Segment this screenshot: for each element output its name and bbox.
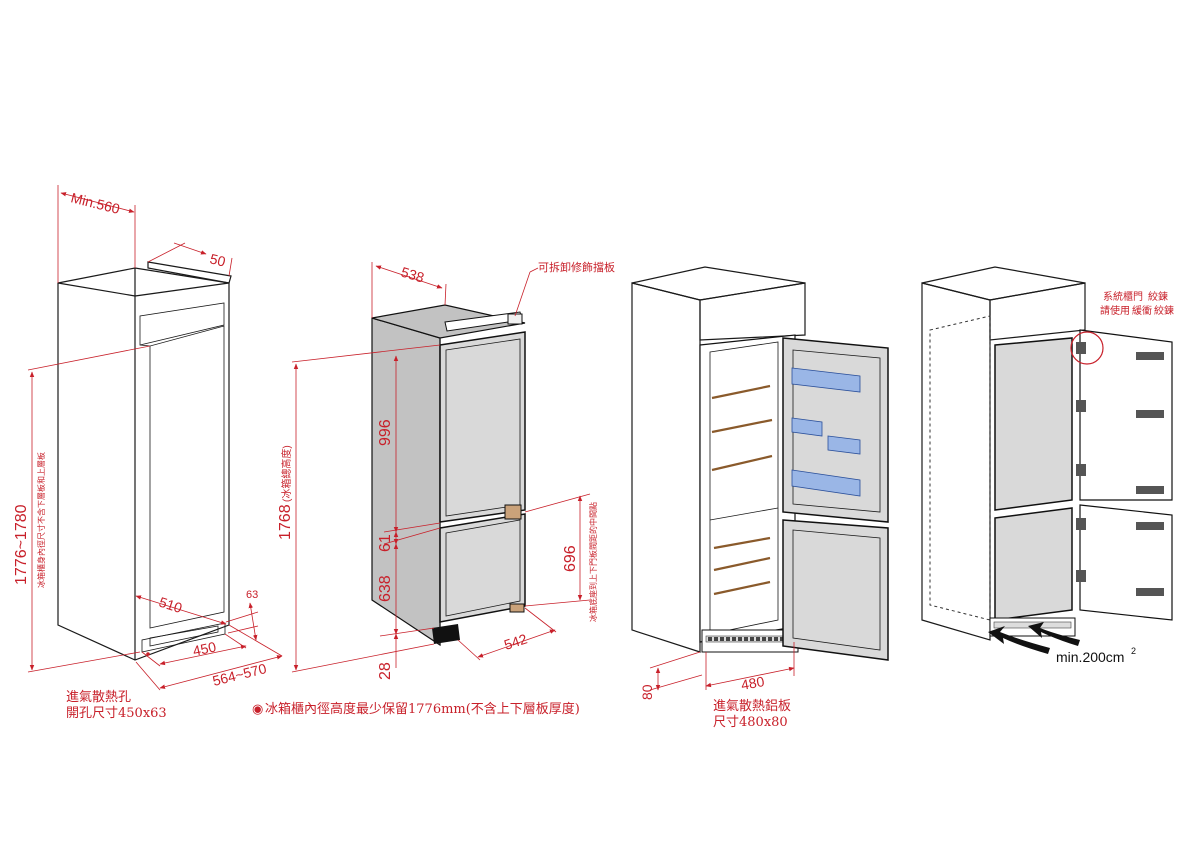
vent-slot (708, 637, 712, 641)
fig2-lower-door-label: 638 (377, 575, 394, 602)
fig2-hinge-distance-label: 696 (562, 545, 579, 572)
fig4-hinge-line2-a: 請使用 (1100, 304, 1130, 317)
fig1-min-width-label: Min.560 (69, 189, 121, 217)
fig1-inner-depth-label: 510 (157, 594, 184, 617)
fig1-vent-height-label: 63 (246, 589, 258, 601)
vent-slot (774, 637, 778, 641)
vent-slot (738, 637, 742, 641)
fig2-upper-door-label: 996 (377, 419, 394, 446)
fig3-plinth-size: 尺寸480x80 (713, 715, 788, 730)
vent-slot (756, 637, 760, 641)
fig3-plinth-label: 進氣散熱鋁板 (713, 699, 791, 714)
fig2-cabinet-note: 冰箱櫃內徑高度最少保留1776mm(不含上下層板厚度) (265, 701, 580, 717)
fig1-vent-width-label: 450 (191, 638, 217, 659)
fig2-fridge (371, 304, 526, 647)
vent-slot (726, 637, 730, 641)
fig4-hinge-line1-b: 絞鍊 (1148, 290, 1168, 303)
fig1-height-label: 1776~1780 (13, 504, 30, 585)
fig1-depth-range-label: 564~570 (211, 660, 268, 689)
fig1-height-note: 冰箱櫃身內徑尺寸不含下層板和上層板 (36, 452, 46, 588)
vent-slot (714, 637, 718, 641)
vent-slot (762, 637, 766, 641)
fig4-airflow-label: min.200cm (1056, 649, 1124, 665)
fig2-width-label: 542 (502, 630, 529, 653)
fig2-trim-label: 可拆卸修飾擋板 (538, 260, 615, 274)
fig1-vent-size: 開孔尺寸450x63 (66, 706, 167, 721)
vent-slot (732, 637, 736, 641)
fig3-plinth-height-label: 80 (639, 684, 655, 700)
fig4-hinge-line2-c: 絞鍊 (1154, 304, 1174, 317)
fig2-depth-label: 538 (399, 264, 426, 286)
fig2-total-height-label: 1768 (277, 504, 294, 540)
fig3-dimensions (649, 642, 795, 691)
fig2-foot-height-label: 28 (377, 662, 394, 680)
fig2-total-height-note: (冰箱總高度) (280, 445, 293, 502)
fig1-top-depth-label: 50 (208, 250, 227, 269)
vent-slot (768, 637, 772, 641)
fig4-airflow-arrows (988, 622, 1080, 654)
fig4-cabinet (921, 266, 1173, 641)
fig4-hinge-line2-b: 緩衝 (1132, 304, 1152, 317)
fig3-cabinet (631, 266, 889, 661)
fig2-bullet: ◉ (252, 702, 263, 717)
fig3-plinth-vent (705, 635, 795, 643)
fig2-dimensions (291, 262, 591, 673)
vent-slot (750, 637, 754, 641)
fig4-hinge-line1-a: 系統櫃門 (1103, 290, 1143, 303)
fig1-dimensions (27, 185, 283, 691)
vent-slot (744, 637, 748, 641)
fig1-cabinet (57, 261, 232, 661)
vent-slot (720, 637, 724, 641)
vent-slot (780, 637, 784, 641)
fig1-vent-label: 進氣散熱孔 (66, 690, 131, 705)
fig2-gap-label: 61 (377, 534, 394, 552)
fig4-hinges (1076, 342, 1164, 596)
fig3-plinth-width-label: 480 (740, 673, 766, 693)
fig2-hinge-note: 冰箱底座到上下門板閥距的中間點 (588, 502, 598, 622)
fig4-airflow-sup: 2 (1131, 646, 1136, 656)
